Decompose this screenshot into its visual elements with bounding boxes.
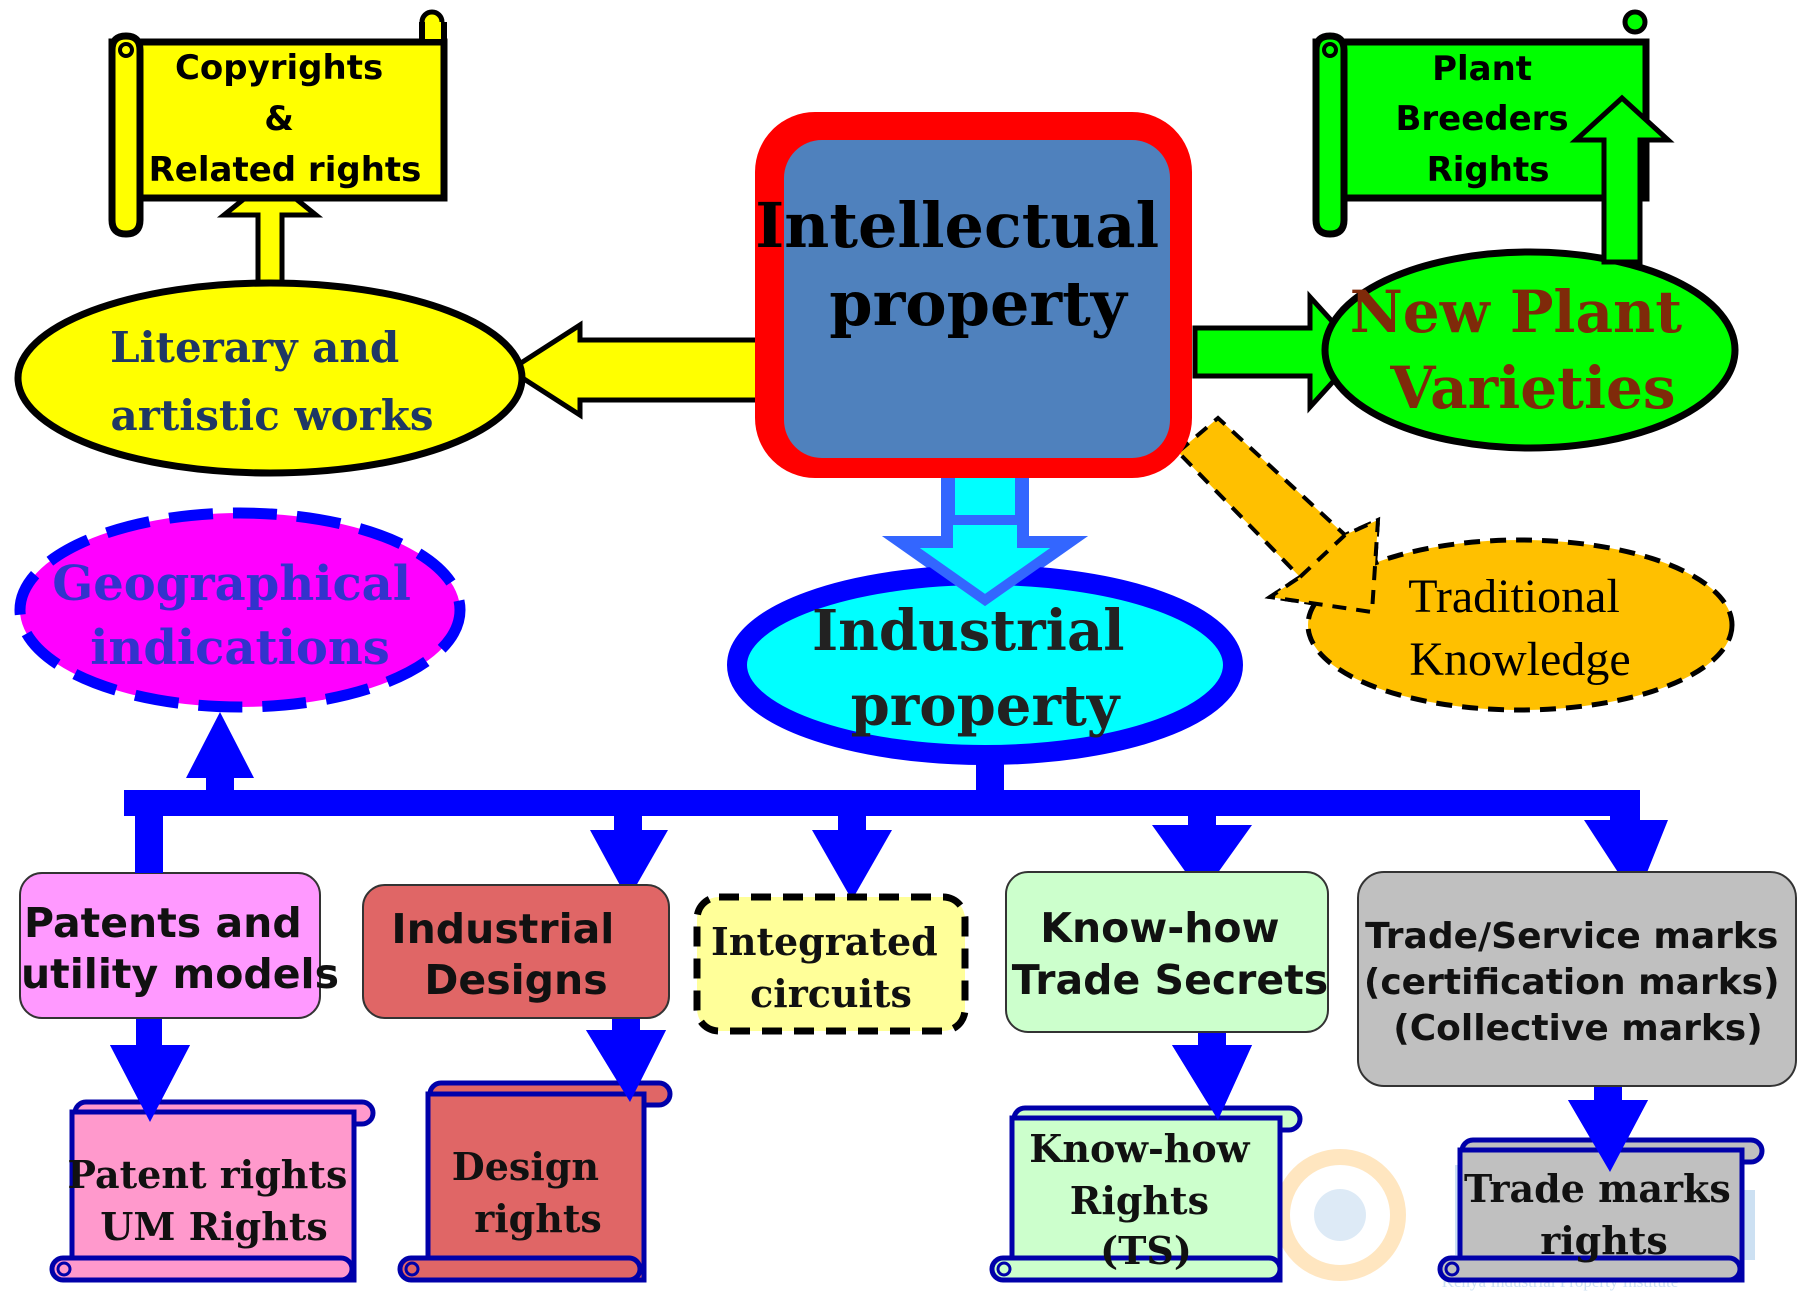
design-rights-line-2: rights	[474, 1196, 602, 1241]
svg-text:New Plant Varieties: New Plant Varieties	[1350, 278, 1702, 422]
geographical-line-2: indications	[90, 620, 390, 676]
designs-line-1: Industrial	[391, 905, 614, 953]
copyrights-scroll: Copyrights & Related rights	[108, 9, 448, 238]
patent-rights-line-2: UM Rights	[100, 1204, 328, 1249]
svg-text:Trade/Service marks (cer: Trade/Service marks (certification marks…	[1364, 916, 1792, 1049]
geographical-indications-node: Geographical indications	[14, 507, 466, 713]
copyrights-line-2: &	[264, 99, 294, 139]
svg-text:Patents and utility mode: Patents and utility models	[21, 899, 339, 998]
svg-text:Geographical indications: Geographical indications	[52, 556, 427, 676]
trademarks-line-3: (Collective marks)	[1393, 1008, 1762, 1049]
svg-text:Trade marks rights: Trade marks rights	[1464, 1166, 1744, 1263]
design-rights-line-1: Design	[452, 1144, 599, 1189]
new-plant-line-1: New Plant	[1350, 278, 1682, 346]
geographical-line-1: Geographical	[52, 556, 411, 612]
arrow-to-plant-breeders-head	[1569, 94, 1675, 265]
designs-line-2: Designs	[424, 956, 607, 1004]
integrated-line-1: Integrated	[711, 919, 938, 964]
plant-breeders-line-2: Breeders	[1395, 99, 1568, 139]
trademark-rights-line-2: rights	[1540, 1218, 1668, 1263]
svg-text:Plant Breeders Rig: Plant Breeders Rights	[1395, 49, 1580, 190]
industrial-line-2: property	[851, 673, 1121, 739]
svg-text:Design rights: Design rights	[452, 1144, 612, 1241]
svg-text:Industrial property: Industrial property	[812, 598, 1144, 739]
design-rights-scroll: Design rights	[397, 1080, 673, 1283]
literary-line-1: Literary and	[110, 323, 399, 372]
industrial-bus	[124, 712, 1668, 900]
svg-text:Know-how Trade Secrets: Know-how Trade Secrets	[1012, 904, 1328, 1004]
traditional-line-1: Traditional	[1408, 570, 1620, 623]
rights-arrow-tips	[110, 1030, 1648, 1172]
center-line-2: property	[829, 267, 1128, 340]
trademarks-line-1: Trade/Service marks	[1365, 916, 1778, 957]
knowhow-line-1: Know-how	[1040, 904, 1279, 952]
svg-text:Traditional Knowledge: Traditional Knowledge	[1408, 570, 1632, 686]
svg-text:Literary and artistic wo: Literary and artistic works	[110, 323, 433, 440]
trademark-rights-line-1: Trade marks	[1464, 1166, 1731, 1211]
copyrights-line-3: Related rights	[149, 150, 422, 190]
center-line-1: Intellectual	[755, 189, 1159, 262]
integrated-line-2: circuits	[750, 971, 912, 1016]
arrow-to-literary	[505, 320, 763, 420]
new-plant-varieties-node: New Plant Varieties	[1321, 248, 1739, 452]
knowhow-rights-line-2: Rights	[1070, 1178, 1209, 1223]
svg-text:Patent rights UM Rights: Patent rights UM Rights	[67, 1152, 360, 1249]
svg-text:Know-how Rights (T: Know-how Rights (TS)	[1029, 1126, 1262, 1273]
copyrights-line-1: Copyrights	[175, 48, 383, 88]
svg-text:Industrial Designs: Industrial Designs	[391, 905, 628, 1004]
svg-text:Copyrights & Relat: Copyrights & Related rights	[149, 48, 422, 190]
knowhow-rights-line-3: (TS)	[1100, 1228, 1192, 1273]
trademark-rights-scroll: Trade marks rights	[1437, 1137, 1765, 1283]
svg-text:Integrated circuits: Integrated circuits	[711, 919, 951, 1016]
industrial-line-1: Industrial	[812, 598, 1125, 664]
knowhow-line-2: Trade Secrets	[1012, 956, 1328, 1004]
plant-breeders-line-1: Plant	[1432, 49, 1532, 89]
knowhow-box: Know-how Trade Secrets	[1005, 871, 1329, 1033]
integrated-circuits-box: Integrated circuits	[693, 893, 969, 1035]
literary-line-2: artistic works	[111, 391, 434, 440]
plant-breeders-scroll: Plant Breeders Rights	[1312, 9, 1650, 238]
patent-rights-scroll: Patent rights UM Rights	[49, 1099, 376, 1283]
traditional-line-2: Knowledge	[1409, 633, 1630, 686]
arrow-to-industrial-head	[888, 515, 1082, 607]
new-plant-line-2: Varieties	[1389, 354, 1675, 422]
trademarks-box: Trade/Service marks (certification marks…	[1357, 871, 1797, 1087]
intellectual-property-node: Intellectual property	[755, 112, 1192, 478]
industrial-designs-box: Industrial Designs	[362, 884, 670, 1019]
plant-breeders-line-3: Rights	[1427, 150, 1550, 190]
traditional-knowledge-node: Traditional Knowledge	[1305, 537, 1735, 713]
patents-connector	[135, 815, 163, 873]
patents-line-2: utility models	[21, 950, 339, 998]
svg-text:Intellectual property: Intellectual property	[755, 189, 1181, 340]
patents-box: Patents and utility models	[19, 872, 339, 1019]
trademarks-line-2: (certification marks)	[1364, 962, 1780, 1003]
arrow-to-traditional-head	[1264, 516, 1381, 615]
patent-rights-line-1: Patent rights	[67, 1152, 347, 1197]
literary-works-node: Literary and artistic works	[14, 279, 526, 477]
knowhow-rights-scroll: Know-how Rights (TS)	[989, 1105, 1303, 1283]
patents-line-1: Patents and	[24, 899, 302, 947]
knowhow-rights-line-1: Know-how	[1029, 1126, 1250, 1171]
